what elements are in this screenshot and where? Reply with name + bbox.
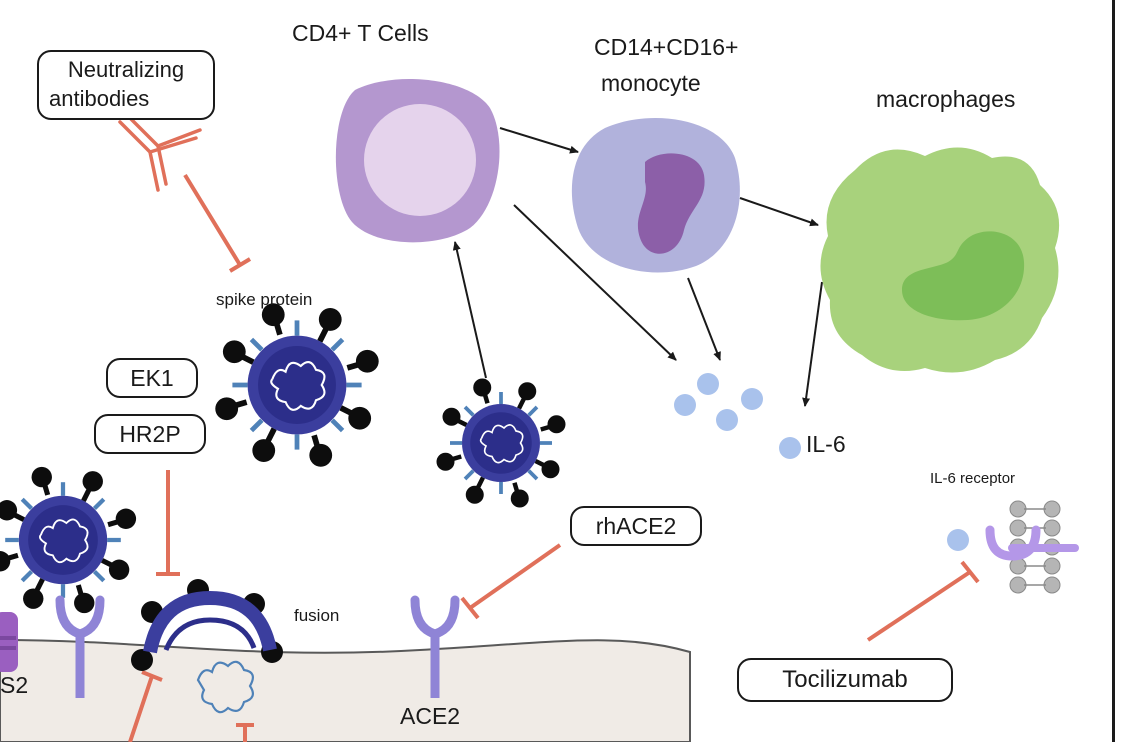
neutralizing-antibodies-box: Neutralizing antibodies xyxy=(37,50,215,120)
arrow-macrophage-to-il6 xyxy=(802,281,823,407)
antibody-icon xyxy=(118,114,202,192)
neutralizing-label-line1: Neutralizing xyxy=(67,57,185,82)
inhibit-tocilizumab-receptor xyxy=(866,570,972,642)
macrophage-icon xyxy=(820,147,1060,373)
virus-icon xyxy=(215,303,378,466)
fusion-label: fusion xyxy=(294,606,340,625)
ek1-box: EK1 xyxy=(106,358,198,398)
arrow-monocyte-to-il6 xyxy=(687,277,721,361)
monocyte-label-line2: monocyte xyxy=(601,70,701,96)
rhace2-box: rhACE2 xyxy=(570,506,702,546)
il6-receptor-label: IL-6 receptor xyxy=(930,470,1016,487)
virus-icon xyxy=(437,379,566,508)
ace2-label: ACE2 xyxy=(400,703,461,729)
monocyte-label-line1: CD14+CD16+ xyxy=(594,34,739,60)
fusing-virus-icon xyxy=(131,579,283,714)
neutralizing-label-line2: antibodies xyxy=(49,86,150,111)
spike-protein-label: spike protein xyxy=(216,290,313,309)
arrow-tcell-to-monocyte xyxy=(499,127,579,154)
arrow-tcell-to-il6 xyxy=(513,204,677,361)
tocilizumab-box: Tocilizumab xyxy=(737,658,953,702)
il6-molecule-icon xyxy=(674,373,801,459)
il6-bound-icon xyxy=(947,529,969,551)
inhibit-rhace2-ace2 xyxy=(468,543,562,610)
hr2p-box: HR2P xyxy=(94,414,206,454)
virus-icon xyxy=(0,467,136,613)
t-cell-nucleus-icon xyxy=(364,104,476,216)
inhibit-antibody-spike xyxy=(183,173,242,267)
arrow-virus-to-tcell xyxy=(452,241,487,379)
monocyte-nucleus-icon xyxy=(637,153,705,254)
il6-receptor-icon xyxy=(985,525,1079,561)
macrophage-nucleus-icon xyxy=(902,231,1025,321)
tmprss2-partial-label: S2 xyxy=(0,672,29,698)
tmprss2-icon xyxy=(0,612,18,672)
il6-label: IL-6 xyxy=(806,431,846,457)
host-cell-membrane xyxy=(0,638,691,742)
right-border xyxy=(1112,0,1115,742)
arrow-monocyte-to-macrophage xyxy=(739,197,819,227)
cd4-t-cells-label: CD4+ T Cells xyxy=(292,20,429,46)
macrophages-label: macrophages xyxy=(876,86,1016,112)
inhibit-bottom-left xyxy=(128,675,154,742)
